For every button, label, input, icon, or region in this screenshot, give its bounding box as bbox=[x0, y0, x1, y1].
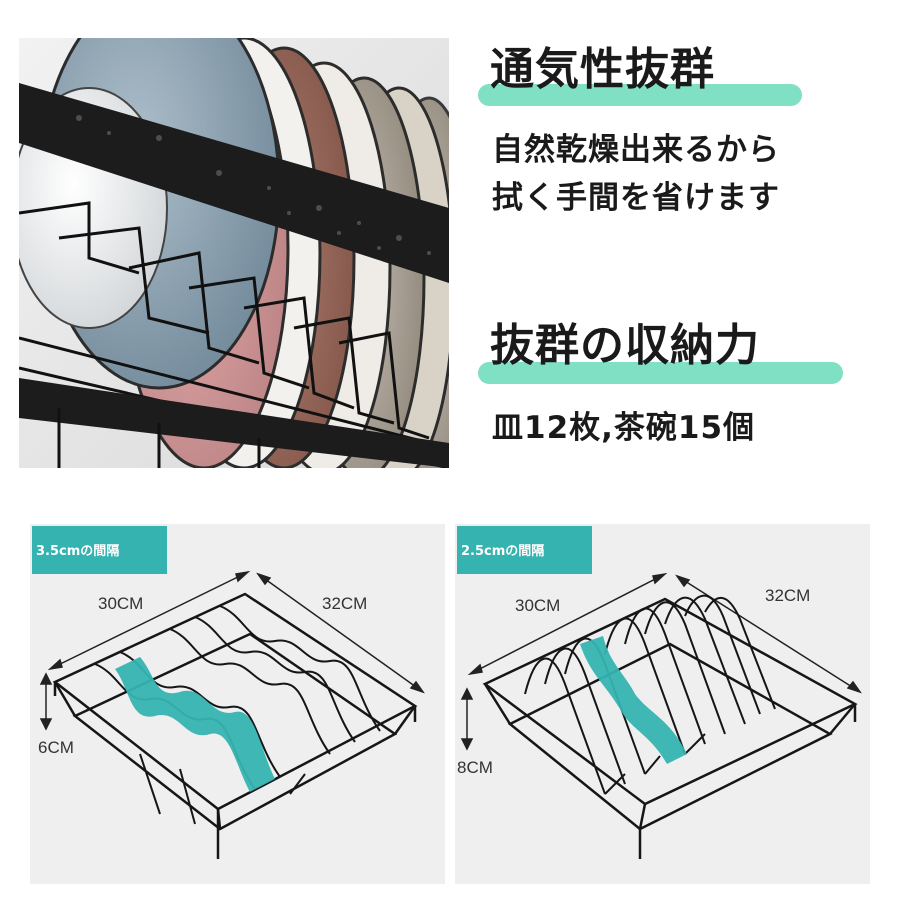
rack-diagram-35 bbox=[39, 570, 425, 859]
feature-text-line: 拭く手間を省けます bbox=[492, 180, 780, 216]
depth-label: 32CM bbox=[765, 586, 811, 605]
spacing-badge: 2.5cmの間隔 bbox=[457, 526, 592, 574]
feature-title-storage: 抜群の収納力 bbox=[490, 320, 760, 371]
rack-panel-25: 2.5cmの間隔 bbox=[455, 524, 870, 884]
title-highlight-1 bbox=[478, 84, 802, 106]
feature-text-storage: 皿12枚,茶碗15個 bbox=[492, 404, 755, 452]
feature-title-ventilation: 通気性抜群 bbox=[490, 44, 715, 95]
rack-diagram-25 bbox=[460, 572, 862, 859]
feature-text-ventilation: 自然乾燥出来るから 拭く手間を省けます bbox=[492, 126, 780, 222]
feature-text-line: 自然乾燥出来るから bbox=[492, 132, 780, 168]
spacing-badge: 3.5cmの間隔 bbox=[32, 526, 167, 574]
height-label: 8CM bbox=[457, 758, 493, 777]
width-label: 30CM bbox=[98, 594, 144, 613]
width-label: 30CM bbox=[515, 596, 561, 615]
rack-panel-35: 3.5cmの間隔 bbox=[30, 524, 445, 884]
title-highlight-2 bbox=[478, 362, 843, 384]
feature-text-line: 皿12枚,茶碗15個 bbox=[492, 410, 756, 446]
dish-rack-photo bbox=[19, 38, 449, 468]
height-label: 6CM bbox=[38, 738, 74, 757]
depth-label: 32CM bbox=[322, 594, 368, 613]
